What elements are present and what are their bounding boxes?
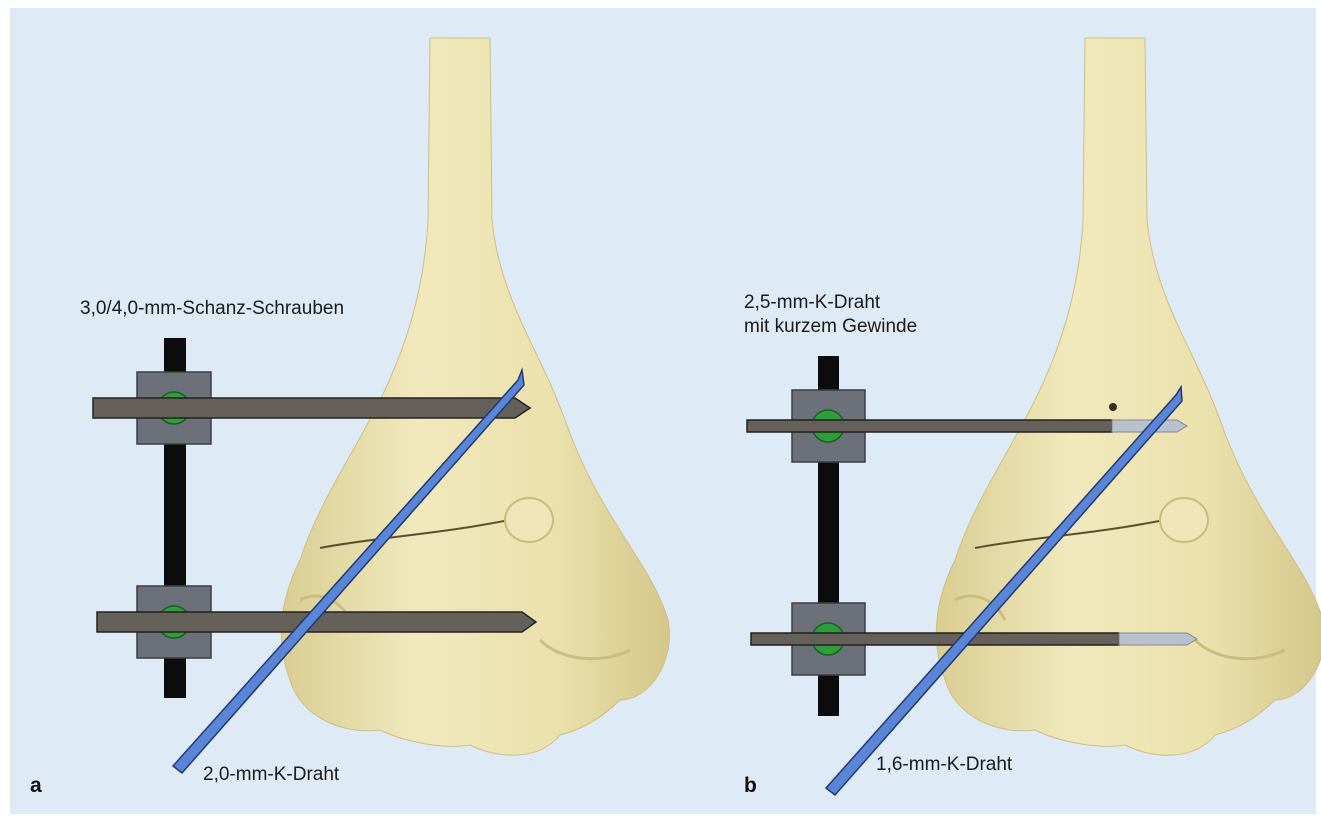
k-wire-label-b: 1,6-mm-K-Draht <box>876 753 1012 776</box>
k-wire-threaded-upper-b <box>747 420 1112 432</box>
screw-label-b-line2: mit kurzem Gewinde <box>744 315 917 338</box>
panel-a <box>93 38 669 773</box>
bone-b <box>936 38 1321 755</box>
k-wire-threaded-lower-b <box>751 633 1119 645</box>
k-wire-label-a: 2,0-mm-K-Draht <box>203 763 339 786</box>
bone-a <box>281 38 669 755</box>
schanz-screw-upper-a <box>93 398 530 418</box>
screw-label-b-line1: 2,5-mm-K-Draht <box>744 291 880 314</box>
panel-letter-b: b <box>744 774 757 798</box>
panel-letter-a: a <box>30 774 42 798</box>
panel-b <box>747 38 1321 795</box>
thread-tip-lower-b <box>1119 633 1197 645</box>
screw-label-a: 3,0/4,0-mm-Schanz-Schrauben <box>80 297 344 320</box>
